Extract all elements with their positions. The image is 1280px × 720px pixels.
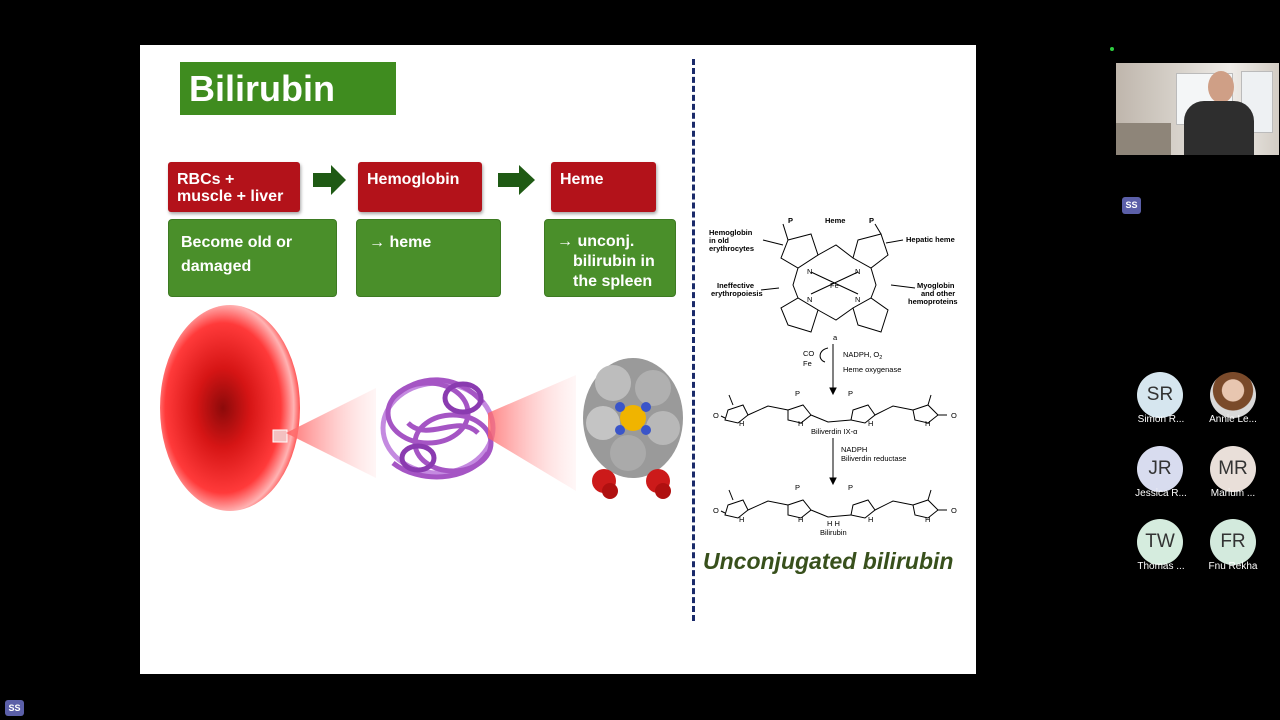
myoglobin-label: Myoglobin [917,281,955,290]
hepatic-heme-label: Hepatic heme [906,235,955,244]
hemoglobin-old-label: in old [709,236,729,245]
flow-label-line: RBCs + [177,171,235,188]
participant-tile[interactable]: TW Thomas ... [1126,519,1196,579]
presenter-head [1208,71,1234,103]
p-label: P [795,389,800,398]
participant-avatar: JR [1137,446,1183,492]
participant-photo-avatar [1210,372,1256,418]
self-initials-badge: SS [1122,197,1141,214]
biliverdin-reductase-label: Biliverdin reductase [841,454,906,463]
participant-tile[interactable]: SR Simon R... [1126,372,1196,432]
myoglobin-label: hemoproteins [908,297,958,306]
participant-tile[interactable]: JR Jessica R... [1126,446,1196,506]
ineffective-label: Ineffective [717,281,754,290]
red-blood-cell [160,305,300,511]
bilirubin-label: Bilirubin [820,528,847,537]
flow-label-line: Hemoglobin [367,171,460,188]
heme-label: Heme [825,216,845,225]
o-label: O [951,506,957,515]
o-label: O [951,411,957,420]
ineffective-label: erythropoiesis [711,289,763,298]
flow-desc-line: bilirubin in [573,253,655,270]
p-label: P [848,389,853,398]
participant-tile[interactable]: MR Marium ... [1198,446,1268,506]
flow-box-rbcs: RBCs + muscle + liver [168,162,300,212]
flow-desc-line: → heme [369,234,432,251]
flow-desc-rbcs: Become old or damaged [168,219,337,297]
flow-box-hemoglobin: Hemoglobin [358,162,482,212]
n-label: N [807,267,812,276]
arrow-right-icon [498,165,535,195]
hemoglobin-old-label: erythrocytes [709,244,754,253]
participant-avatar: TW [1137,519,1183,565]
flow-desc-line: damaged [181,258,252,275]
fe-label: Fe [830,281,839,290]
h-label: H [925,515,930,524]
p-label: P [788,216,793,225]
participant-name: Annie Le... [1209,414,1257,425]
alpha-label: a [833,333,838,342]
presentation-slide: Bilirubin RBCs + muscle + liver Hemoglob… [140,45,976,674]
nadph-label: NADPH [841,445,867,454]
h-label: H [739,515,744,524]
flow-desc-line: Become old or [181,234,293,251]
p-label: P [869,216,874,225]
slide-title: Bilirubin [180,62,396,115]
heme-degradation-diagram: P Heme P Hemoglobin in old erythrocytes … [709,216,958,537]
flow-desc-heme: → unconj. bilirubin in the spleen [544,219,676,297]
h-label: H H [827,519,840,528]
h-label: H [868,419,873,428]
slide-divider [692,59,695,621]
flow-desc-line: the spleen [573,273,653,290]
participant-name: Simon R... [1137,414,1185,425]
hemoglobin-old-label: Hemoglobin [709,228,753,237]
flow-box-heme: Heme [551,162,656,212]
nadph-o2-label: NADPH, O2 [843,350,882,361]
participant-avatar: SR [1137,372,1183,418]
fe-out-label: Fe [803,359,812,368]
biliverdin-label: Biliverdin IX-α [811,427,858,436]
participant-tile[interactable]: FR Fnu Rekha [1198,519,1268,579]
heme-molecule [583,358,683,499]
heme-oxygenase-label: Heme oxygenase [843,365,901,374]
flow-desc-hemoglobin: → heme [356,219,501,297]
presenter-body [1184,101,1254,155]
flow-label-line: muscle + liver [177,188,284,205]
hemoglobin-ribbon [380,377,496,480]
participant-name: Thomas ... [1137,561,1185,572]
participant-name: Jessica R... [1135,488,1187,499]
participant-name: Marium ... [1210,488,1256,499]
rbc-hemoglobin-illustration [160,305,683,511]
co-label: CO [803,349,814,358]
p-label: P [795,483,800,492]
flow-label-line: Heme [560,171,604,188]
h-label: H [868,515,873,524]
participant-tile[interactable]: Annie Le... [1198,372,1268,432]
o-label: O [713,506,719,515]
h-label: H [798,515,803,524]
p-label: P [848,483,853,492]
o-label: O [713,411,719,420]
unconjugated-bilirubin-title: Unconjugated bilirubin [703,548,954,574]
n-label: N [807,295,812,304]
myoglobin-label: and other [921,289,955,298]
flow-desc-line: → unconj. [557,233,635,250]
n-label: N [855,295,860,304]
corner-initials-badge[interactable]: SS [5,700,24,716]
participant-avatar: MR [1210,446,1256,492]
room-sofa [1116,123,1171,155]
n-label: N [855,267,860,276]
arrow-right-icon [313,165,346,195]
participant-name: Fnu Rekha [1208,561,1258,572]
self-video-tile[interactable] [1116,63,1279,155]
status-dot [1110,47,1114,51]
participant-avatar: FR [1210,519,1256,565]
h-label: H [798,419,803,428]
h-label: H [739,419,744,428]
h-label: H [925,419,930,428]
